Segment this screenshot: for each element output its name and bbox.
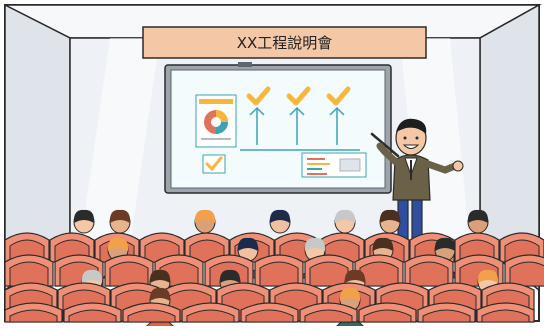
- audience-hair: [109, 209, 131, 223]
- audience-hair: [379, 209, 401, 223]
- pie-card-header: [199, 99, 233, 104]
- audience-hair: [149, 269, 171, 283]
- audience-hair: [269, 209, 291, 223]
- seat-cushion: [127, 309, 176, 323]
- audience-hair: [467, 209, 489, 223]
- audience-hair: [219, 269, 241, 283]
- audience-hair: [339, 287, 361, 301]
- seat-cushion: [509, 261, 544, 287]
- light-ray: [80, 38, 160, 245]
- seat-cushion: [109, 261, 149, 287]
- seat-cushion: [409, 261, 449, 287]
- audience-hair: [304, 237, 326, 251]
- pointer-stick: [370, 132, 400, 158]
- audience-hair: [73, 209, 95, 223]
- whiteboard-clip: [238, 62, 252, 67]
- seat-cushion: [189, 239, 225, 263]
- audience-hair: [149, 287, 171, 301]
- seat-cushion: [68, 309, 117, 323]
- seat-cushion: [422, 309, 471, 323]
- audience-hair: [81, 269, 103, 283]
- audience-hair: [477, 269, 499, 283]
- check-icon: [286, 86, 311, 106]
- check-icon: [246, 86, 271, 106]
- seat-cushion: [304, 309, 353, 323]
- audience-hair: [344, 269, 366, 283]
- seat-cushion: [9, 309, 58, 323]
- audience-hair: [334, 209, 356, 223]
- seat-cushion: [9, 261, 49, 287]
- seat-cushion: [359, 261, 399, 287]
- seat-cushion: [259, 261, 299, 287]
- arrow-lines: [240, 106, 360, 151]
- audience-hair: [372, 237, 394, 251]
- audience-hair: [194, 209, 216, 223]
- seat-cushion: [309, 261, 349, 287]
- check-icon: [326, 86, 351, 106]
- audience-hair: [434, 237, 456, 251]
- audience-hair: [237, 237, 259, 251]
- banner-sign: [142, 26, 427, 59]
- seat-cushion: [363, 309, 412, 323]
- audience-hair: [107, 237, 129, 251]
- seat-cushion: [481, 309, 530, 323]
- seat-cushion: [245, 309, 294, 323]
- check-icon: [205, 156, 223, 172]
- seat-cushion: [186, 309, 235, 323]
